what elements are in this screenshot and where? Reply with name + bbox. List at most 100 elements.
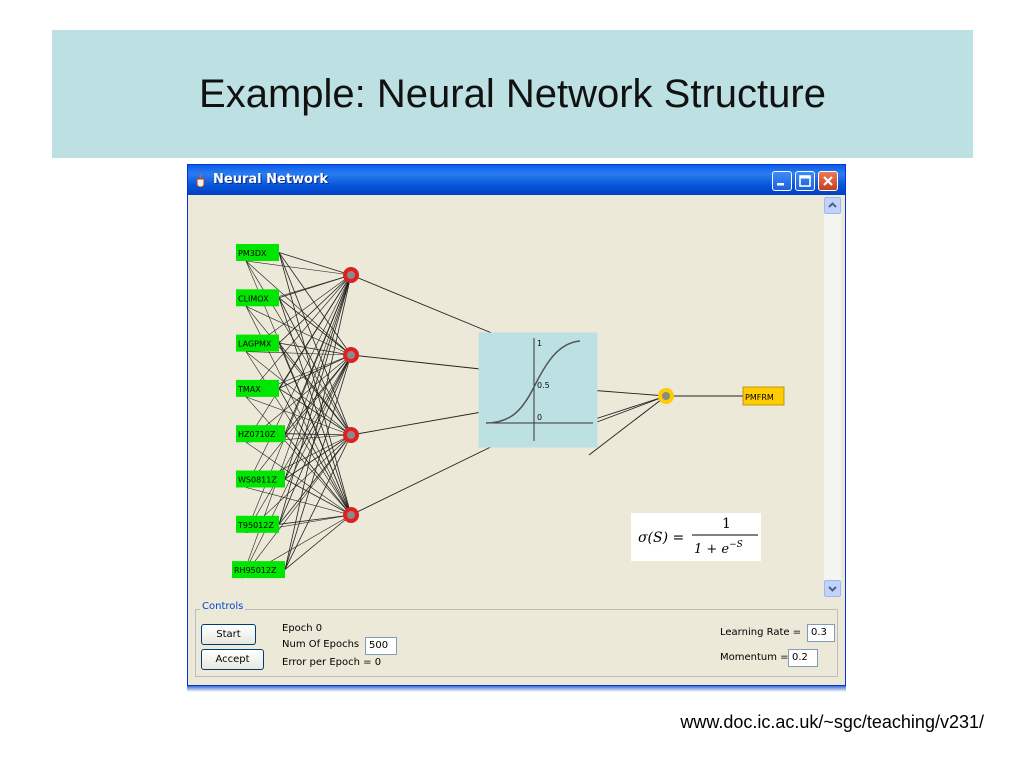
chevron-down-icon: [828, 586, 837, 592]
connection-line: [278, 252, 352, 436]
connection-line: [245, 306, 352, 356]
hidden-node: [343, 507, 359, 523]
input-node-label: RH95012Z: [234, 566, 277, 575]
connection-line: [284, 354, 352, 434]
output-node-label: PMFRM: [745, 393, 774, 402]
input-node-box: [236, 244, 279, 261]
chevron-up-icon: [828, 202, 837, 208]
connection-line: [245, 260, 352, 276]
connection-line: [284, 514, 352, 570]
connection-line: [278, 354, 352, 389]
formula-lhs: σ(S) =: [638, 530, 684, 546]
sigmoid-tick-0: 0: [537, 413, 542, 422]
connection-line: [278, 297, 352, 436]
taskbar-strip: [187, 686, 846, 692]
output-neuron: [658, 388, 674, 404]
output-node-box: [742, 386, 785, 406]
controls-legend: Controls: [200, 601, 246, 612]
connection-lines: [241, 252, 743, 579]
formula-numerator: 1: [722, 516, 731, 532]
output-node: PMFRM: [742, 386, 785, 406]
controls-panel: Controls Start Accept Epoch 0 Num Of Epo…: [192, 601, 841, 681]
connection-line: [284, 274, 352, 480]
close-icon: [823, 176, 833, 186]
controls-group: [195, 609, 838, 677]
sigmoid-formula: σ(S) = 1 1 + e−S: [631, 513, 761, 561]
hidden-node: [343, 347, 359, 363]
input-node-box: [236, 425, 285, 443]
connection-line: [245, 274, 352, 443]
minimize-button[interactable]: [772, 171, 792, 191]
input-node: PM3DX: [236, 244, 279, 261]
hidden-node-core: [347, 511, 355, 519]
momentum-input[interactable]: 0.2: [788, 649, 818, 667]
connection-line: [278, 274, 352, 344]
connection-line: [278, 297, 352, 356]
close-button[interactable]: [818, 171, 838, 191]
slide-title: Example: Neural Network Structure: [199, 72, 826, 116]
sigmoid-tick-half: 0.5: [537, 381, 550, 390]
input-node: LAGPMX: [236, 334, 279, 352]
connection-line: [278, 252, 352, 516]
input-node-label: TMAX: [237, 385, 261, 394]
connection-line: [278, 342, 352, 436]
start-button[interactable]: Start: [201, 624, 256, 645]
scroll-up-button[interactable]: [824, 197, 841, 214]
connection-line: [278, 434, 352, 525]
connection-line: [245, 351, 352, 436]
input-node: RH95012Z: [232, 561, 285, 579]
learning-rate-input[interactable]: 0.3: [807, 624, 835, 642]
connection-line: [588, 395, 667, 426]
connection-line: [245, 274, 352, 488]
input-node-box: [236, 515, 279, 533]
connection-line: [284, 433, 352, 436]
connection-line: [278, 252, 352, 276]
connection-line: [241, 354, 352, 579]
connection-line: [350, 354, 500, 372]
connection-line: [350, 274, 500, 337]
minimize-icon: [777, 183, 784, 186]
connection-line: [588, 395, 667, 456]
window-titlebar[interactable]: Neural Network: [188, 165, 845, 195]
java-cup-icon: [196, 173, 205, 187]
input-node-box: [236, 289, 279, 307]
connection-line: [350, 408, 500, 436]
connection-line: [245, 351, 352, 516]
title-band: Example: Neural Network Structure: [52, 30, 973, 158]
connection-line: [245, 306, 352, 436]
input-node: WS0811Z: [236, 470, 285, 488]
epoch-text: Epoch 0: [282, 623, 323, 634]
input-node-label: HZ0710Z: [238, 430, 276, 439]
input-node-box: [236, 470, 285, 488]
hidden-node: [343, 427, 359, 443]
connection-line: [278, 514, 352, 525]
accept-button[interactable]: Accept: [201, 649, 264, 670]
connection-line: [588, 395, 667, 422]
connection-line: [284, 434, 352, 480]
maximize-button[interactable]: [795, 171, 815, 191]
connection-line: [245, 274, 352, 533]
window-title: Neural Network: [213, 172, 329, 187]
vertical-scrollbar[interactable]: [824, 197, 841, 597]
connection-line: [278, 354, 352, 525]
num-epochs-input[interactable]: 500: [365, 637, 397, 655]
hidden-node: [343, 267, 359, 283]
hidden-node-core: [347, 431, 355, 439]
sigmoid-panel: 1 0.5 0: [478, 332, 598, 448]
scroll-down-button[interactable]: [824, 580, 841, 597]
input-node-box: [232, 561, 285, 579]
connection-line: [278, 252, 352, 356]
hidden-node-core: [347, 271, 355, 279]
learning-rate-label: Learning Rate =: [720, 627, 802, 638]
sigmoid-tick-1: 1: [537, 339, 542, 348]
output-neuron-core: [662, 392, 670, 400]
connection-line: [350, 442, 500, 516]
input-node: T95012Z: [236, 515, 279, 533]
network-canvas: 1 0.5 0 PM3DX CLIMOX LAGPMX TMAX HZ0710Z WS08…: [192, 197, 823, 597]
input-node: CLIMOX: [236, 289, 279, 307]
maximize-icon: [799, 175, 811, 187]
connection-line: [284, 433, 352, 516]
connection-line: [245, 274, 352, 398]
app-window: Neural Network 1 0.5 0 PM3DX CLIMOX LAGPMX…: [187, 164, 846, 686]
momentum-label: Momentum =: [720, 652, 789, 663]
